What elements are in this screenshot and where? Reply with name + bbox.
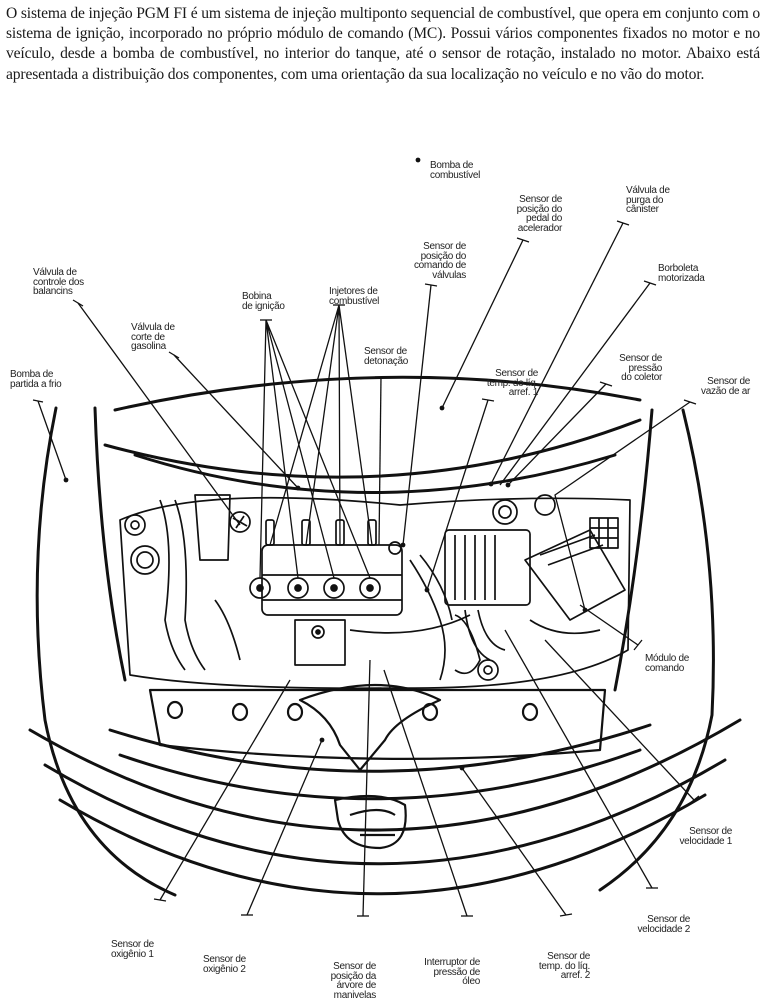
label-valvula-canister: Válvula de purga do cânister [626, 185, 670, 216]
leader-lines [32, 157, 700, 917]
right-fender [598, 408, 715, 892]
bumper-upper [28, 718, 742, 832]
label-sensor-vazao-ar: Sensor de vazão de ar [701, 376, 750, 397]
leader-interruptor-oleo [383, 669, 468, 917]
leader-bobina [259, 319, 371, 579]
leader-oxigenio-2 [246, 739, 323, 916]
leader-modulo-comando [579, 604, 639, 646]
ignition-coils [249, 577, 381, 599]
hood-edge-mid [103, 418, 642, 479]
leader-dot-bomba-combustivel [415, 157, 421, 163]
left-bay-wall [93, 406, 127, 682]
emblem-housing [333, 794, 407, 850]
battery [524, 529, 626, 621]
label-bobina-ignicao: Bobina de ignição [242, 291, 285, 312]
leader-detonacao [378, 376, 382, 546]
leader-arvore-manivelas [362, 659, 371, 917]
label-bomba-partida-frio: Bomba de partida a frio [10, 369, 62, 390]
grille-top [108, 723, 652, 773]
label-sensor-pressao-coletor: Sensor de pressão do coletor [619, 353, 662, 384]
leader-comando-valvulas [402, 284, 432, 546]
leader-temp-1 [426, 399, 489, 591]
leader-velocidade-2 [504, 629, 653, 889]
bumper-lip [58, 793, 707, 896]
hood-edge-inner [133, 453, 617, 494]
label-injetores: Injetores de combustível [329, 286, 380, 307]
label-sensor-velocidade-1: Sensor de velocidade 1 [679, 826, 732, 847]
leader-bomba-partida-frio [37, 400, 67, 481]
leader-temp-2 [461, 767, 567, 916]
grille-bottom [118, 748, 642, 801]
leader-vazao-ar [554, 401, 691, 611]
car-body-outline [28, 375, 742, 897]
intro-paragraph: O sistema de injeção PGM FI é um sistema… [6, 5, 760, 83]
label-sensor-temp-1: Sensor de temp. do líq. arref. 1 [486, 368, 538, 399]
leader-oxigenio-1 [159, 679, 291, 901]
leader-valvula-balancins [77, 302, 241, 526]
label-sensor-temp-2: Sensor de temp. do líq. arref. 2 [538, 951, 590, 982]
bumper-lower [43, 758, 727, 866]
label-modulo-comando: Módulo de comando [645, 653, 689, 674]
radiator-support [148, 683, 607, 850]
label-sensor-detonacao: Sensor de detonação [364, 346, 409, 367]
leader-injetores [269, 304, 373, 546]
leader-borboleta [499, 282, 651, 486]
leader-valvula-corte [173, 354, 299, 489]
right-bay-wall [613, 408, 654, 692]
left-fender [35, 406, 177, 897]
label-sensor-velocidade-2: Sensor de velocidade 2 [637, 914, 690, 935]
label-borboleta: Borboleta motorizada [658, 263, 705, 284]
injectors [265, 519, 377, 546]
leader-velocidade-1 [544, 639, 695, 801]
hood-edge-outer [113, 375, 642, 412]
leader-valvula-canister [490, 222, 624, 485]
label-valvula-corte: Válvula de corte de gasolina [131, 322, 175, 353]
label-sensor-oxigenio-2: Sensor de oxigênio 2 [203, 954, 246, 975]
label-sensor-pedal: Sensor de posição do pedal do acelerador [516, 194, 563, 234]
label-sensor-arvore-manivelas: Sensor de posição da árvore de manivelas [330, 961, 377, 1001]
leader-pressao-coletor [507, 383, 607, 486]
label-sensor-oxigenio-1: Sensor de oxigênio 1 [111, 939, 154, 960]
label-sensor-comando-valvulas: Sensor de posição do comando de válvulas [413, 241, 466, 281]
label-bomba-combustivel: Bomba de combustível [430, 160, 481, 181]
fuse-box [589, 517, 619, 549]
air-filter-box [444, 529, 531, 606]
label-valvula-balancins: Válvula de controle dos balancins [33, 267, 84, 298]
leader-sensor-pedal [441, 239, 524, 409]
engine-outline [119, 496, 631, 690]
engine-components [119, 494, 631, 690]
label-interruptor-pressao-oleo: Interruptor de pressão de óleo [424, 957, 480, 988]
